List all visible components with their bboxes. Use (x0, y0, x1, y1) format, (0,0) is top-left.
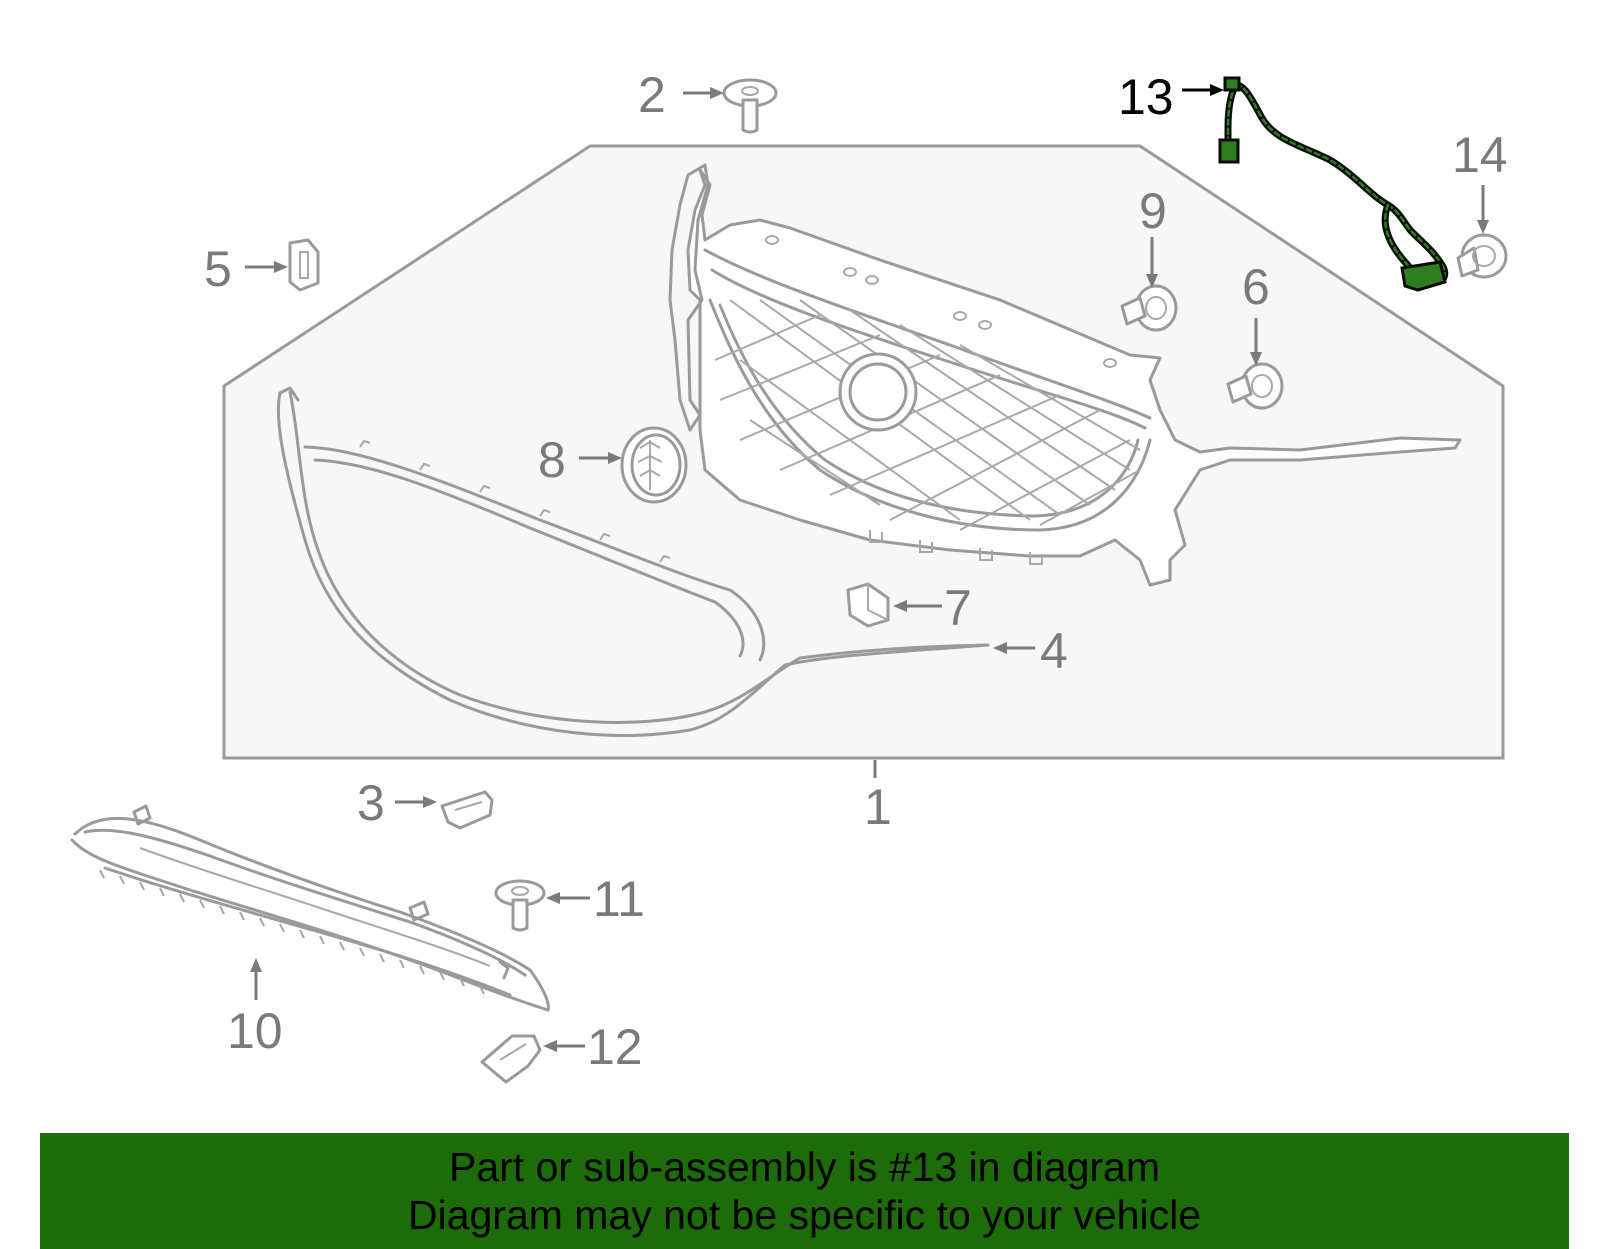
callout-4: 4 (1040, 623, 1068, 679)
bolt-part-6 (1226, 362, 1284, 410)
callout-13: 13 (1118, 69, 1174, 125)
clip-part-5 (288, 238, 320, 292)
callout-7: 7 (944, 580, 972, 636)
callout-6: 6 (1242, 259, 1270, 315)
callout-11: 11 (593, 871, 645, 927)
callout-14: 14 (1452, 127, 1508, 183)
info-banner: Part or sub-assembly is #13 in diagram D… (40, 1133, 1569, 1249)
clip-part-3 (440, 790, 494, 830)
grille-part (668, 163, 1462, 587)
callout-8: 8 (538, 432, 566, 488)
bolt-part-9 (1120, 284, 1178, 332)
callout-1: 1 (864, 779, 892, 835)
callout-12: 12 (587, 1019, 643, 1075)
callout-2: 2 (638, 67, 666, 123)
emblem-part (620, 426, 688, 504)
pin-fastener-2 (722, 78, 778, 134)
bracket-part-12 (480, 1034, 542, 1084)
grommet-part-14 (1456, 233, 1508, 279)
banner-line-disclaimer: Diagram may not be specific to your vehi… (407, 1192, 1201, 1238)
callout-10: 10 (227, 1003, 283, 1059)
callout-5: 5 (204, 241, 232, 297)
callout-9: 9 (1139, 183, 1167, 239)
surround-molding-part (276, 386, 990, 737)
callout-arrows (245, 84, 1489, 1052)
banner-line-part: Part or sub-assembly is #13 in diagram (449, 1144, 1160, 1190)
lower-grille-part-10 (70, 804, 550, 1012)
clip-part-7 (846, 582, 890, 628)
callout-3: 3 (357, 775, 385, 831)
wiring-harness-part-13 (1218, 76, 1449, 292)
pin-fastener-11 (494, 879, 546, 932)
